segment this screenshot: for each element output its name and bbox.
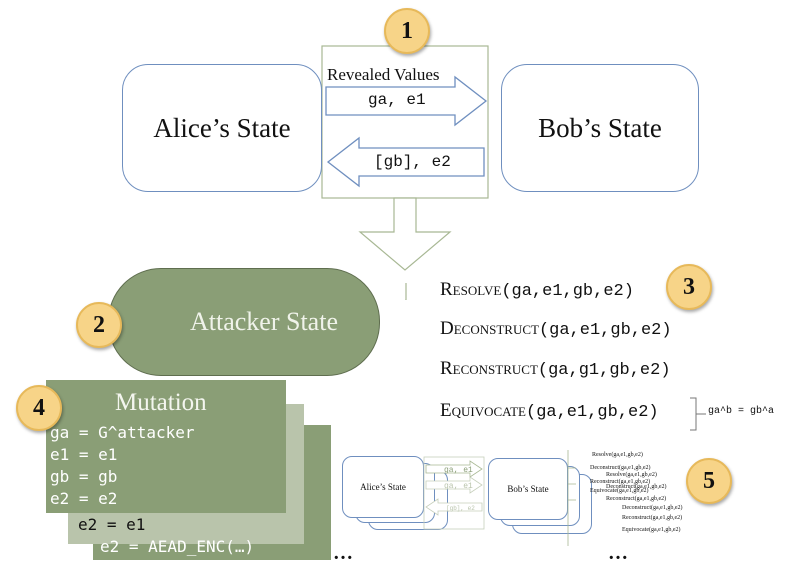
mini-func-5: Equivocate(ga,e1,gb,e2) bbox=[590, 488, 649, 494]
mini-func-4: Reconstruct(ga,e1,gb,e2) bbox=[590, 479, 651, 485]
mutation-card-front bbox=[46, 380, 286, 513]
mini-func-8: Deconstruct(ga,e1,gb,e2) bbox=[622, 505, 683, 511]
backward-arrow bbox=[326, 136, 485, 188]
mini-bob-label: Bob’s State bbox=[507, 484, 549, 494]
backward-values: [gb], e2 bbox=[374, 153, 451, 171]
attacker-state-label: Attacker State bbox=[190, 307, 338, 336]
svg-text:ga, e1: ga, e1 bbox=[444, 482, 473, 491]
revealed-values-title: Revealed Values bbox=[327, 65, 440, 84]
alice-state-label: Alice’s State bbox=[153, 112, 291, 143]
badge-4: 4 bbox=[16, 385, 62, 431]
mini-function-brackets bbox=[567, 450, 576, 546]
exchange-diagram bbox=[321, 45, 489, 300]
mutation-line-e2-e1: e2 = e1 bbox=[78, 515, 146, 534]
badge-5: 5 bbox=[686, 458, 732, 504]
badge-3: 3 bbox=[666, 264, 712, 310]
func-reconstruct: Reconstruct(ga,g1,gb,e2) bbox=[440, 358, 671, 380]
ellipsis-right: … bbox=[608, 542, 628, 564]
func-deconstruct: Deconstruct(ga,e1,gb,e2) bbox=[440, 318, 672, 340]
func-equivocate: Equivocate(ga,e1,gb,e2) bbox=[440, 400, 659, 422]
mutation-title: Mutation bbox=[115, 389, 207, 416]
mutation-line-aead: e2 = AEAD_ENC(…) bbox=[100, 537, 255, 556]
attacker-state-pill: Attacker State bbox=[108, 268, 380, 376]
bob-state-label: Bob’s State bbox=[538, 112, 662, 143]
badge-1: 1 bbox=[384, 8, 430, 54]
mini-bob-box: Bob’s State bbox=[488, 458, 568, 520]
ellipsis-left: … bbox=[333, 542, 353, 564]
mini-func-9: Reconstruct(ga,e1,gb,e2) bbox=[622, 515, 683, 521]
bob-state-box: Bob’s State bbox=[501, 64, 699, 192]
badge-2: 2 bbox=[76, 302, 122, 348]
alice-state-box: Alice’s State bbox=[122, 64, 322, 192]
forward-arrow bbox=[325, 75, 488, 127]
down-arrow bbox=[358, 197, 452, 271]
mutation-line-1: ga = G^attacker bbox=[50, 423, 195, 442]
mini-alice-box: Alice’s State bbox=[342, 456, 424, 518]
mutation-line-2: e1 = e1 bbox=[50, 445, 118, 464]
equivocate-brace bbox=[690, 397, 706, 431]
mutation-line-3: gb = gb bbox=[50, 467, 118, 486]
equivocate-note: ga^b = gb^a bbox=[708, 406, 775, 417]
mini-func-2: Deconstruct(ga,e1,gb,e2) bbox=[590, 465, 651, 471]
mini-func-10: Equivocate(ga,e1,gb,e2) bbox=[622, 527, 681, 533]
mini-alice-label: Alice’s State bbox=[360, 482, 406, 492]
mini-func-7: Reconstruct(ga,e1,gb,e2) bbox=[606, 496, 667, 502]
mini-func-3: Resolve(ga,e1,gb,e2) bbox=[606, 472, 657, 478]
svg-text:[gb], e2: [gb], e2 bbox=[446, 505, 475, 512]
forward-values: ga, e1 bbox=[368, 91, 426, 109]
svg-text:ga, e1: ga, e1 bbox=[444, 466, 473, 475]
mini-arrows: ga, e1 ga, e1 [gb], e2 bbox=[423, 456, 485, 530]
mini-func-1: Resolve(ga,e1,gb,e2) bbox=[592, 452, 643, 458]
mutation-line-4: e2 = e2 bbox=[50, 489, 118, 508]
mini-func-6: Deconstruct(ga,e1,gb,e2) bbox=[606, 484, 667, 490]
func-resolve: Resolve(ga,e1,gb,e2) bbox=[440, 279, 634, 301]
